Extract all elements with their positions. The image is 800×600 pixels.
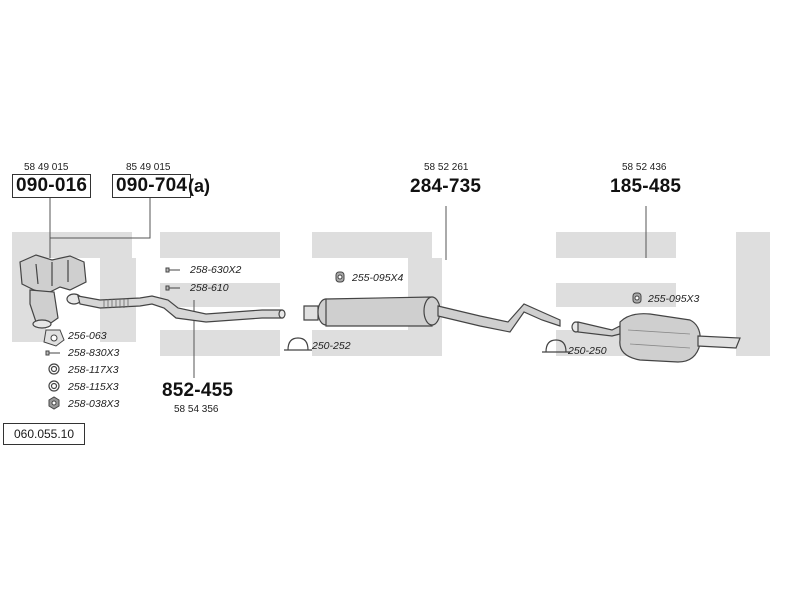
front-pipe-icon bbox=[66, 293, 286, 323]
rubber-hanger-icon bbox=[335, 271, 642, 304]
gasket-icon bbox=[43, 329, 65, 347]
catalyst-b-oem-ref: 85 49 015 bbox=[126, 162, 171, 173]
rear-silencer-oem-ref: 58 52 436 bbox=[622, 162, 667, 173]
middle-silencer-oem-ref: 58 52 261 bbox=[424, 162, 469, 173]
watermark-logo bbox=[12, 232, 770, 356]
accessory-gasket-1[interactable]: 256-063 bbox=[68, 330, 107, 342]
accessory-clamp-1[interactable]: 250-252 bbox=[312, 340, 351, 352]
accessory-ring-2[interactable]: 258-115X3 bbox=[68, 381, 119, 393]
clamp-icon bbox=[284, 337, 570, 353]
catalyst-a-oem-ref: 58 49 015 bbox=[24, 162, 69, 173]
diagram-id-label: 060.055.10 bbox=[3, 423, 85, 445]
bolt-icon bbox=[45, 350, 60, 356]
accessory-bolt-1[interactable]: 258-830X3 bbox=[68, 347, 120, 359]
accessory-bolt-3[interactable]: 258-610 bbox=[190, 282, 229, 294]
accessory-ring-1[interactable]: 258-117X3 bbox=[68, 364, 119, 376]
catalyst-b-suffix: (a) bbox=[188, 176, 210, 196]
middle-silencer-icon bbox=[303, 296, 561, 333]
rear-silencer-icon bbox=[571, 313, 741, 363]
catalyst-b-part-number[interactable]: 090-704 bbox=[112, 174, 192, 198]
accessory-clamp-2[interactable]: 250-250 bbox=[568, 345, 607, 357]
front-pipe-part-number[interactable]: 852-455 bbox=[162, 380, 234, 401]
nut-icon bbox=[48, 396, 60, 410]
bolt-icon-2 bbox=[165, 267, 180, 291]
manifold-catalyst-icon bbox=[19, 254, 87, 329]
front-pipe-oem-ref: 58 54 356 bbox=[174, 404, 219, 415]
accessory-rubber-2[interactable]: 255-095X3 bbox=[648, 293, 700, 305]
catalyst-a-part-number[interactable]: 090-016 bbox=[12, 174, 92, 198]
middle-silencer-part-number[interactable]: 284-735 bbox=[410, 176, 482, 197]
rear-silencer-part-number[interactable]: 185-485 bbox=[610, 176, 682, 197]
ring-icon bbox=[48, 363, 60, 392]
accessory-rubber-1[interactable]: 255-095X4 bbox=[352, 272, 404, 284]
accessory-nut-1[interactable]: 258-038X3 bbox=[68, 398, 120, 410]
accessory-bolt-2[interactable]: 258-630X2 bbox=[190, 264, 242, 276]
